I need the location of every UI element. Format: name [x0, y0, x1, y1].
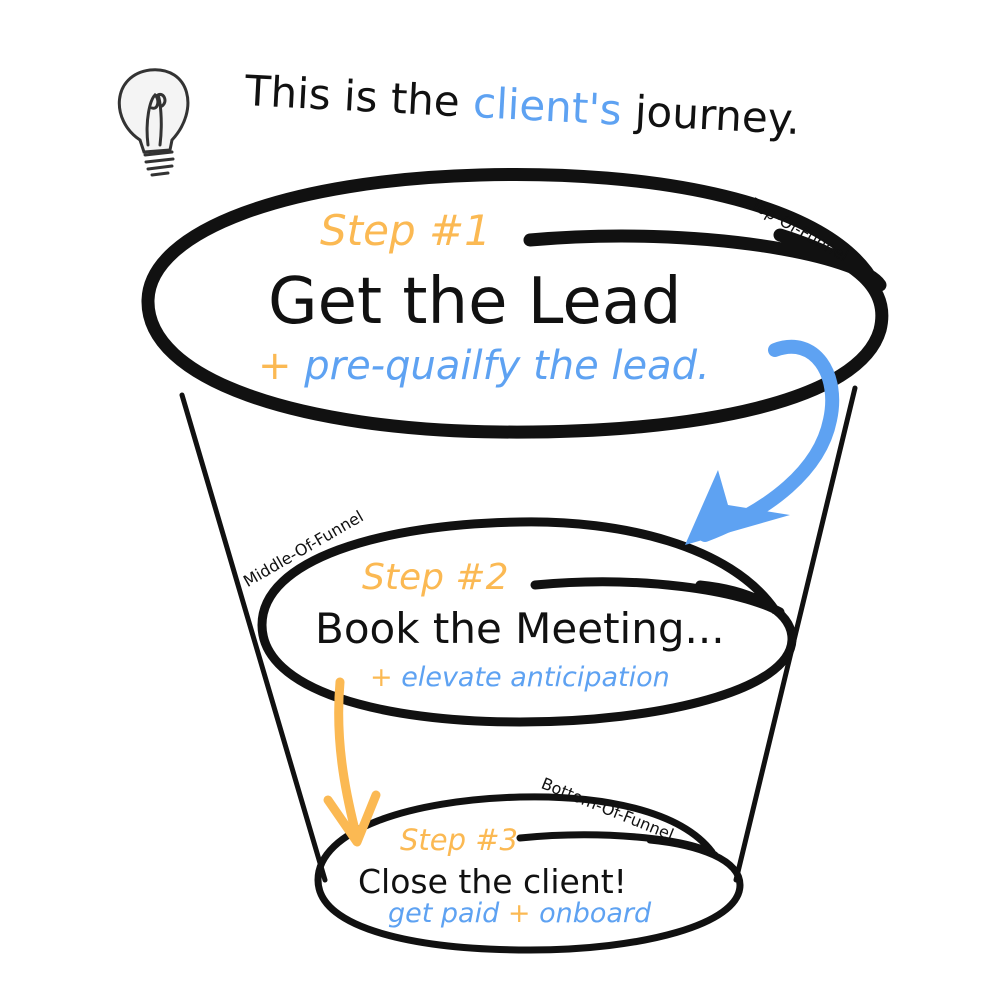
- step-1-detail: + pre-quailfy the lead.: [258, 346, 710, 386]
- step-2-label: Step #2: [362, 557, 509, 598]
- plus-sign: +: [507, 898, 531, 929]
- step-3-action: Close the client!: [358, 862, 627, 901]
- title-highlight: client's: [471, 77, 623, 135]
- step-3-detail-b: onboard: [539, 898, 652, 929]
- middle-funnel-ellipse: [257, 517, 797, 727]
- funnel-left-side: [179, 392, 328, 883]
- step-2-detail-text: elevate anticipation: [401, 662, 670, 693]
- blue-arrow-icon: [685, 339, 840, 545]
- step-1-action: Get the Lead: [268, 265, 682, 339]
- step-3-detail-a: get paid: [388, 898, 500, 929]
- lightbulb-icon: [117, 68, 190, 177]
- plus-sign: +: [258, 343, 292, 389]
- top-funnel-ellipse: [141, 168, 889, 439]
- bottom-funnel-ellipse: [314, 793, 744, 954]
- plus-sign: +: [370, 662, 393, 693]
- step-2-action: Book the Meeting...: [315, 604, 725, 653]
- title-suffix: journey.: [633, 86, 802, 145]
- step-3-label: Step #3: [400, 823, 518, 857]
- step-3-detail: get paid + onboard: [388, 900, 651, 927]
- step-2-detail: + elevate anticipation: [370, 664, 670, 691]
- step-1-label: Step #1: [320, 206, 491, 255]
- orange-arrow-icon: [323, 677, 381, 847]
- step-1-detail-text: pre-quailfy the lead.: [304, 343, 710, 389]
